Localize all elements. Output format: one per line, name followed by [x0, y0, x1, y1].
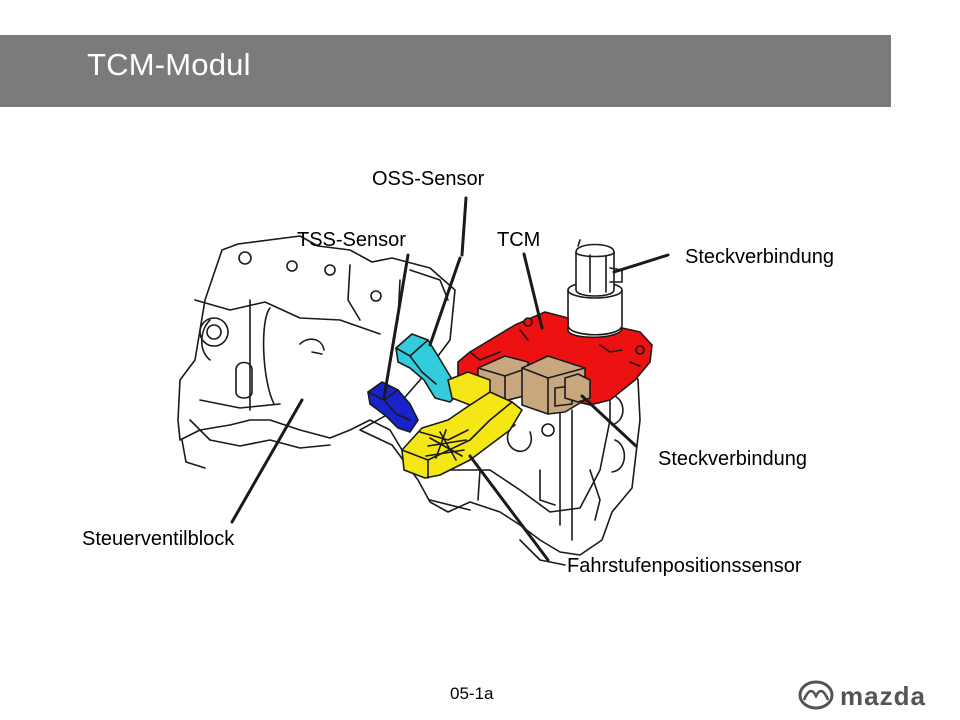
label-position-sensor: Fahrstufenpositionssensor	[567, 555, 802, 577]
leader-position-sensor	[468, 454, 550, 562]
leader-tcm	[522, 252, 544, 330]
slide-title: TCM-Modul	[87, 47, 251, 82]
mazda-logo-wordmark: mazda	[840, 681, 926, 711]
label-tss-sensor: TSS-Sensor	[297, 229, 406, 251]
label-connector-right: Steckverbindung	[658, 448, 807, 470]
leader-lines	[230, 196, 670, 562]
label-valve-block: Steuerventilblock	[82, 528, 235, 550]
valve-body	[177, 235, 641, 566]
leader-connector-right	[580, 394, 638, 448]
mazda-logo-icon: mazda	[798, 680, 926, 711]
tss-sensor	[367, 381, 419, 433]
title-bar: TCM-Modul	[0, 35, 891, 107]
leader-connector-top	[612, 253, 670, 274]
label-tcm: TCM	[497, 229, 541, 251]
slide-number: 05-1a	[450, 684, 494, 703]
position-sensor	[401, 371, 523, 479]
leader-tss	[382, 253, 410, 400]
label-oss-sensor: OSS-Sensor	[372, 168, 485, 190]
leader-valve-block	[230, 398, 304, 524]
label-connector-top: Steckverbindung	[685, 246, 834, 268]
connector-top	[567, 239, 623, 336]
leader-oss-lower	[428, 256, 462, 347]
leader-oss	[460, 196, 468, 257]
